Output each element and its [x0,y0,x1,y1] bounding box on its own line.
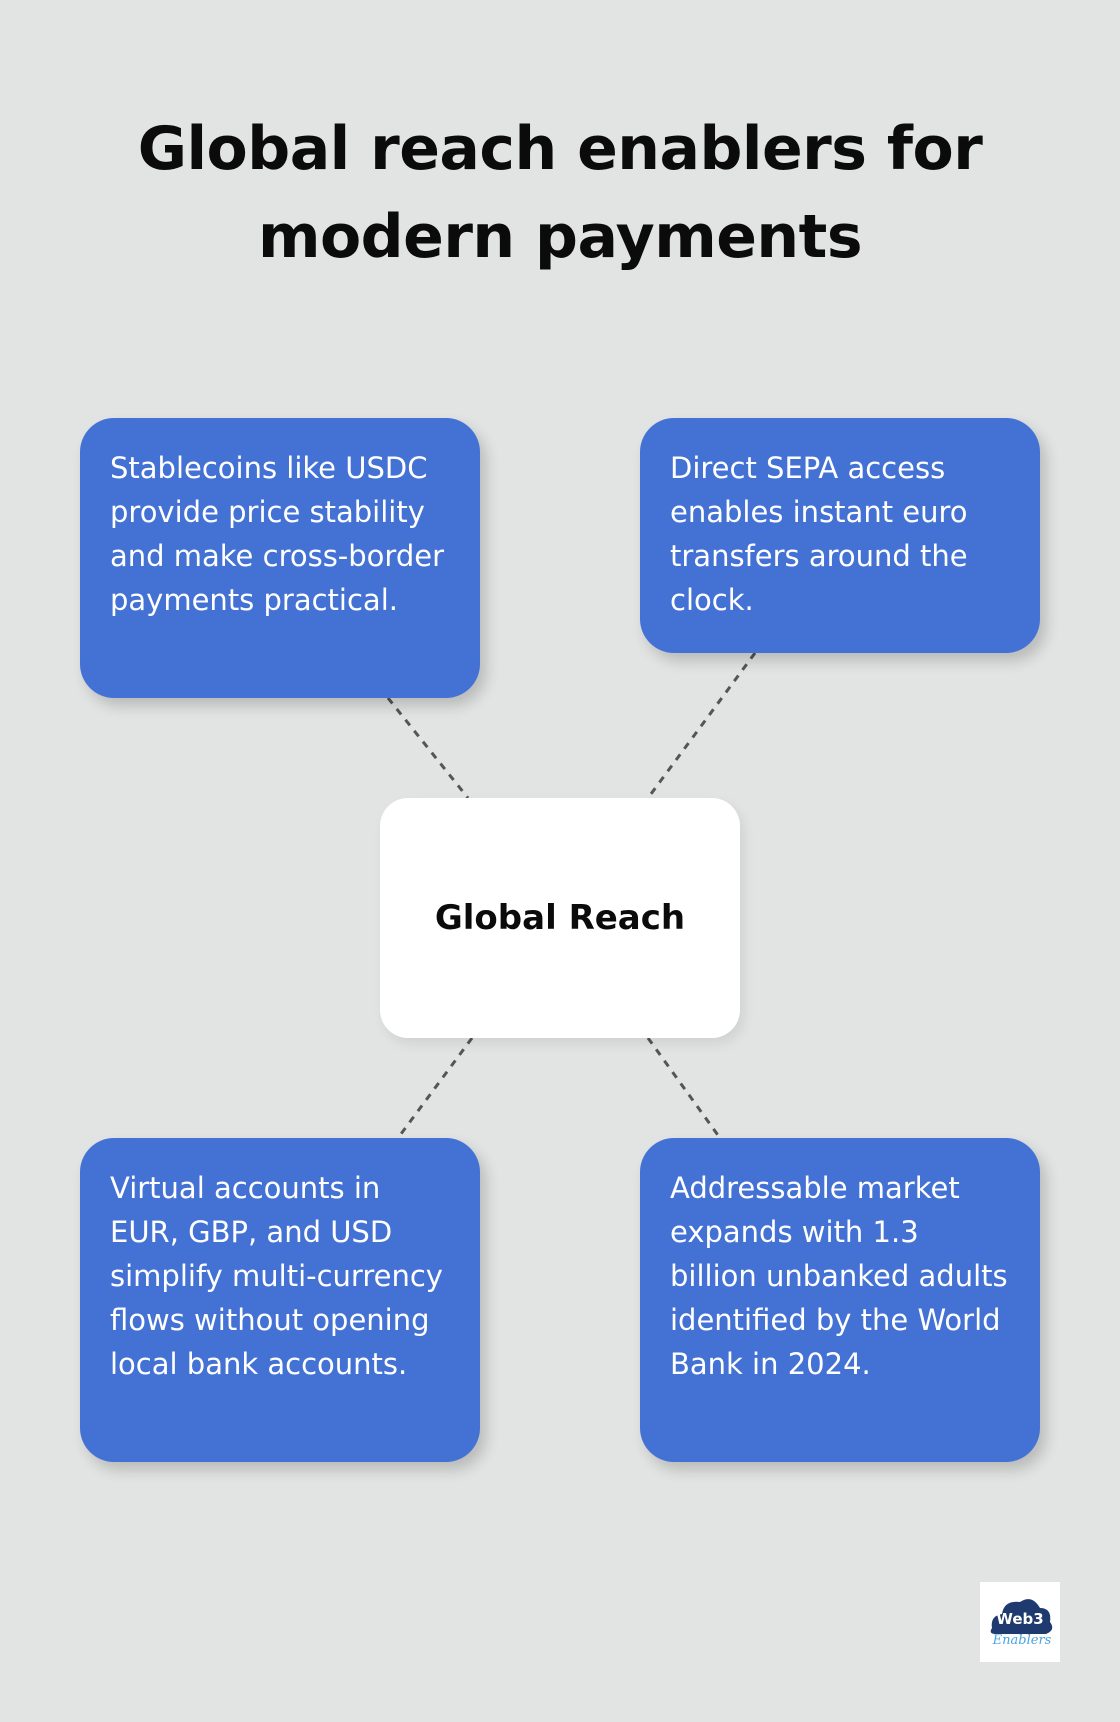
page-title: Global reach enablers for modern payment… [137,114,983,272]
connector-bottom-right [646,1037,722,1139]
svg-text:Web3: Web3 [996,1610,1043,1628]
cloud-logo-icon: Web3 Enablers [990,1599,1053,1648]
center-node: Global Reach [380,798,740,1038]
connector-bottom-left [396,1037,474,1139]
card-virtual-accounts: Virtual accounts in EUR, GBP, and USD si… [80,1138,480,1462]
center-node-label: Global Reach [434,898,686,938]
card-sepa-access: Direct SEPA access enables instant euro … [640,418,1040,653]
connector-top-right [646,652,757,799]
card-addressable-market: Addressable market expands with 1.3 bill… [640,1138,1040,1462]
card-stablecoins: Stablecoins like USDC provide price stab… [80,418,480,698]
svg-text:Enablers: Enablers [992,1633,1052,1648]
brand-logo: Web3 Enablers [980,1582,1060,1662]
connector-top-left [386,697,470,799]
